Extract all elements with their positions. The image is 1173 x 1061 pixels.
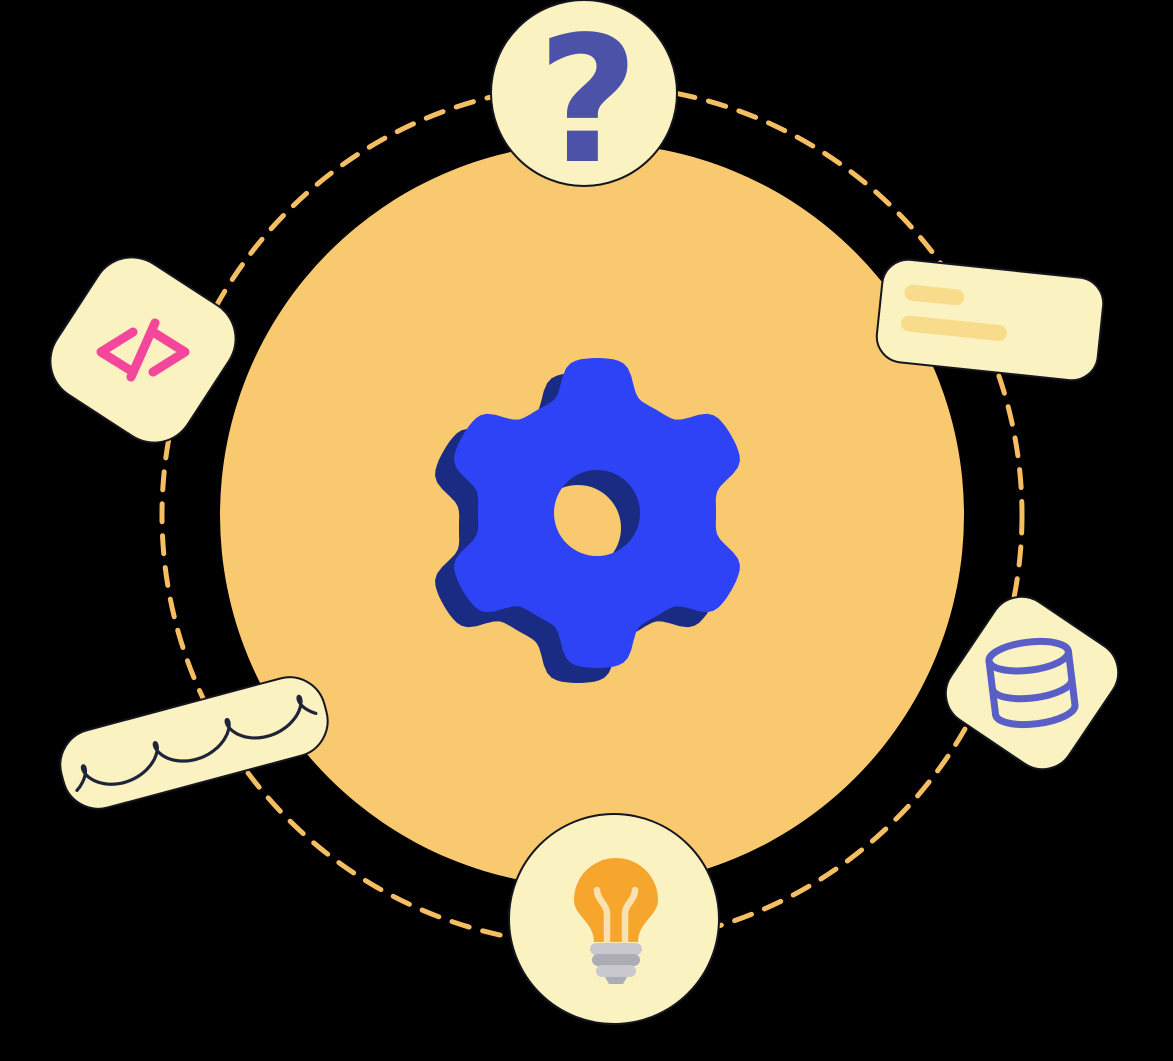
database-bottom-band bbox=[992, 701, 1079, 729]
question-badge-circle bbox=[490, 0, 678, 187]
lightbulb-badge bbox=[508, 813, 720, 1025]
base-ring-1 bbox=[590, 943, 642, 955]
database-badge bbox=[944, 595, 1120, 771]
lightbulb-icon bbox=[574, 858, 658, 984]
scribble-card bbox=[59, 676, 329, 810]
chevron-right-icon bbox=[148, 327, 190, 377]
filament-right bbox=[621, 886, 639, 945]
notes-card bbox=[875, 258, 1105, 382]
database-mid-band bbox=[988, 675, 1076, 703]
question-badge: ? bbox=[490, 0, 678, 203]
code-badge bbox=[49, 256, 237, 444]
scribble-line-icon bbox=[75, 694, 318, 793]
base-ring-3 bbox=[596, 965, 636, 977]
bulb-glass bbox=[574, 858, 658, 942]
text-lines-icon bbox=[901, 284, 1007, 341]
code-slash-icon bbox=[96, 318, 190, 382]
bulb-filament bbox=[593, 886, 639, 945]
scribble-card-rect bbox=[59, 676, 329, 810]
text-line-long bbox=[901, 315, 1007, 341]
base-ring-2 bbox=[592, 954, 640, 966]
chevron-left-icon bbox=[96, 327, 138, 377]
database-icon bbox=[985, 637, 1079, 729]
question-mark-icon: ? bbox=[537, 0, 639, 203]
database-badge-square bbox=[944, 595, 1120, 771]
filament-left bbox=[593, 886, 611, 945]
gear-icon bbox=[454, 358, 740, 668]
bulb-base bbox=[590, 943, 642, 984]
text-line-short bbox=[904, 284, 965, 306]
hub-circle bbox=[220, 143, 964, 887]
base-tip bbox=[605, 977, 627, 984]
